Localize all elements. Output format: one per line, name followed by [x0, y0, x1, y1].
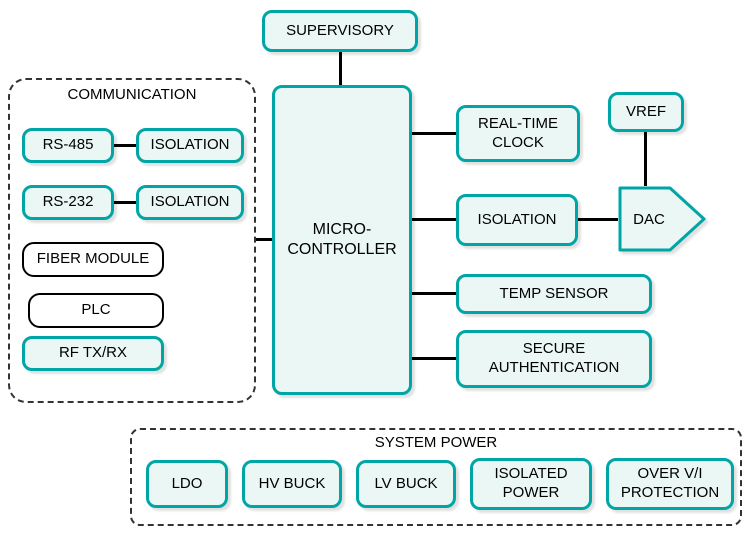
hv-buck-block: HV BUCK: [242, 460, 342, 508]
connector-mcu-secureauth: [412, 357, 456, 360]
rs232-label: RS-232: [42, 193, 94, 211]
fiber-module-block: FIBER MODULE: [22, 242, 164, 277]
dac-label: DAC: [633, 210, 665, 228]
fiber-module-label: FIBER MODULE: [36, 250, 150, 268]
over-vi-protection-block: OVER V/I PROTECTION: [606, 458, 734, 510]
isolation-block-rs232: ISOLATION: [136, 185, 244, 220]
vref-block: VREF: [608, 92, 684, 132]
isolation-rs232-label: ISOLATION: [150, 193, 230, 211]
real-time-clock-block: REAL-TIME CLOCK: [456, 105, 580, 162]
rs485-block: RS-485: [22, 128, 114, 163]
system-power-group-label: SYSTEM POWER: [374, 434, 498, 451]
lv-buck-label: LV BUCK: [374, 474, 438, 492]
connector-mcu-tempsensor: [412, 292, 456, 295]
secure-authentication-block: SECURE AUTHENTICATION: [456, 330, 652, 388]
secure-authentication-label: SECURE AUTHENTICATION: [488, 340, 620, 376]
temp-sensor-block: TEMP SENSOR: [456, 274, 652, 314]
plc-block: PLC: [28, 293, 164, 328]
supervisory-block: SUPERVISORY: [262, 10, 418, 52]
over-vi-protection-label: OVER V/I PROTECTION: [620, 465, 720, 501]
ldo-label: LDO: [171, 474, 203, 492]
rs485-label: RS-485: [42, 136, 94, 154]
connector-rs232-isolation: [114, 201, 136, 204]
connector-supervisory-mcu: [339, 52, 342, 85]
hv-buck-label: HV BUCK: [258, 474, 326, 492]
communication-group-label: COMMUNICATION: [67, 86, 197, 103]
temp-sensor-label: TEMP SENSOR: [499, 284, 609, 302]
isolation-rs485-label: ISOLATION: [150, 136, 230, 154]
ldo-block: LDO: [146, 460, 228, 508]
isolated-power-block: ISOLATED POWER: [470, 458, 592, 510]
isolation-right-block: ISOLATION: [456, 194, 578, 246]
connector-mcu-isolation: [412, 218, 456, 221]
real-time-clock-label: REAL-TIME CLOCK: [477, 114, 558, 151]
isolated-power-label: ISOLATED POWER: [494, 465, 568, 501]
vref-label: VREF: [625, 102, 666, 120]
isolation-block-rs485: ISOLATION: [136, 128, 244, 163]
connector-mcu-rtc: [412, 132, 456, 135]
supervisory-label: SUPERVISORY: [286, 21, 394, 39]
plc-label: PLC: [81, 301, 111, 319]
microcontroller-block: MICRO- CONTROLLER: [272, 85, 412, 395]
connector-vref-dac: [644, 132, 647, 186]
connector-communication-mcu: [254, 238, 272, 241]
dac-block: DAC: [618, 186, 706, 252]
connector-isolation-dac: [578, 218, 618, 221]
rf-txrx-label: RF TX/RX: [58, 344, 128, 362]
lv-buck-block: LV BUCK: [356, 460, 456, 508]
system-power-group: [130, 428, 742, 526]
microcontroller-label: MICRO- CONTROLLER: [287, 221, 397, 258]
communication-group: [8, 78, 256, 403]
isolation-right-label: ISOLATION: [477, 210, 557, 228]
rs232-block: RS-232: [22, 185, 114, 220]
connector-rs485-isolation: [114, 144, 136, 147]
dac-arrow-shape: [618, 186, 706, 252]
rf-txrx-block: RF TX/RX: [22, 336, 164, 371]
